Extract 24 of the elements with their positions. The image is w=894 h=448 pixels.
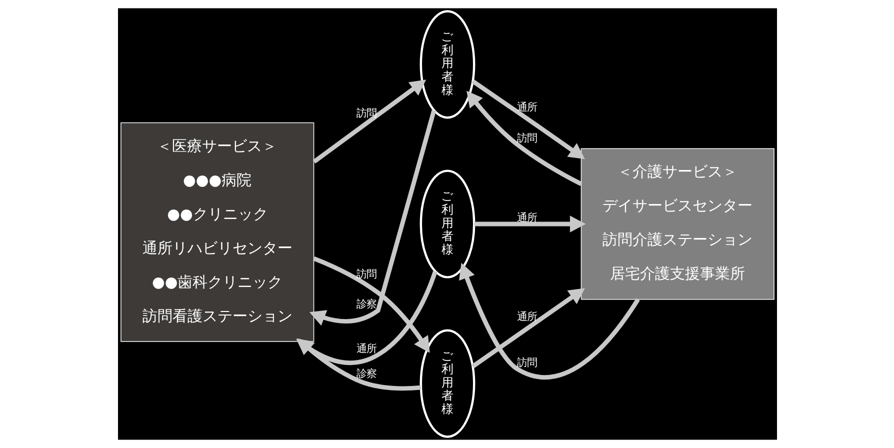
node-box: ＜介護サービス＞ デイサービスセンター 訪問介護ステーション 居宅介護支援事業所 (580, 148, 774, 300)
arrow (297, 338, 421, 391)
arrow (471, 79, 584, 160)
node-ellipse: ご利用者様 (419, 329, 475, 438)
node-ellipse: ご利用者様 (419, 10, 475, 119)
arrow (466, 90, 582, 186)
arrow (458, 262, 640, 380)
edge-label: 診察 (356, 298, 376, 311)
edge-label: 通所 (356, 342, 376, 355)
edge-label: 訪問 (516, 132, 536, 144)
arrow (308, 110, 436, 326)
edge-label: 通所 (516, 212, 536, 224)
node-ellipse: ご利用者様 (419, 170, 475, 278)
arrow (474, 216, 586, 232)
edge-label: 訪問 (356, 268, 376, 280)
edge-label: 訪問 (516, 356, 536, 369)
edge-label: 通所 (516, 101, 536, 114)
arrow (312, 80, 426, 164)
edge-label: 通所 (516, 311, 536, 324)
arrow (470, 288, 584, 368)
arrow (312, 256, 430, 353)
edge-label: 診察 (356, 368, 376, 380)
edge-label: 訪問 (356, 107, 376, 120)
node-box: ＜医療サービス＞ ●●●病院 ●●クリニック 通所リハビリセンター ●●歯科クリニック 訪問看護ステーション (120, 122, 314, 342)
